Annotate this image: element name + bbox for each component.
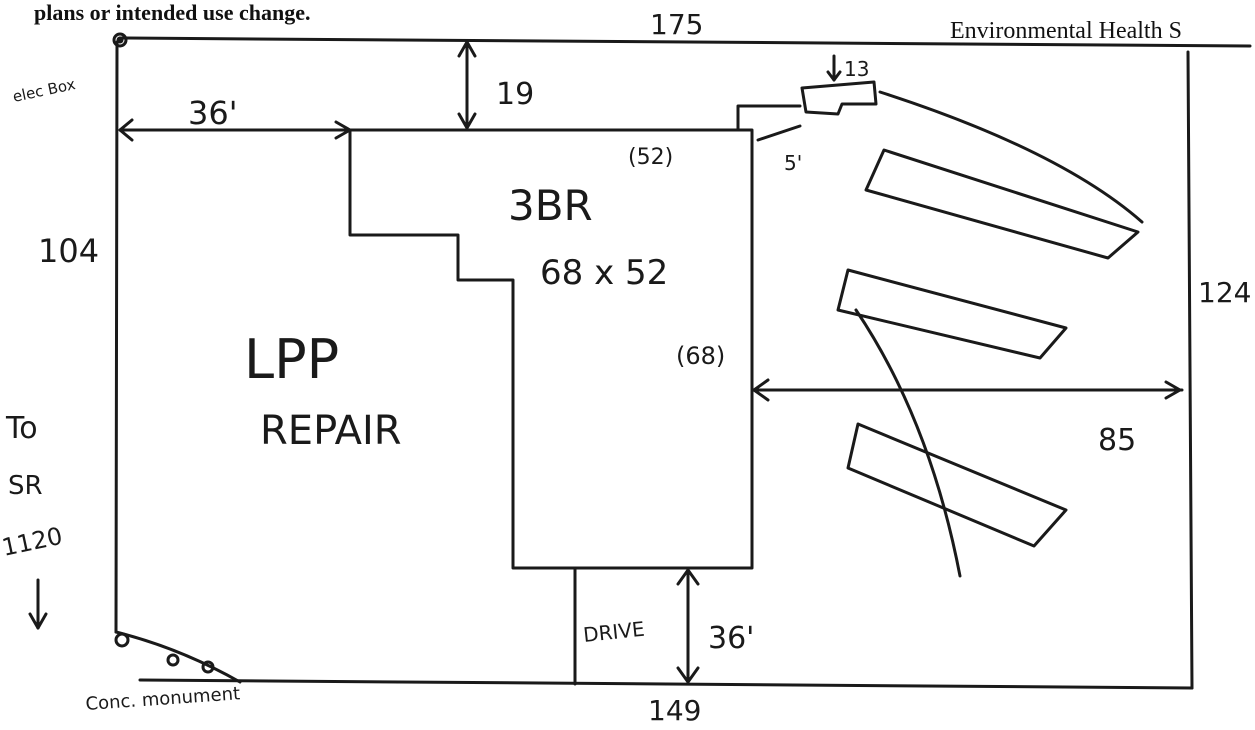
house-depth-label: (68) [676,342,725,370]
elec-box-label: elec Box [11,75,77,106]
supply-line [878,90,1144,224]
left-setback-label: 36' [188,94,238,132]
elec-box-dot-icon [116,36,124,44]
corner-monument-label: Conc. monument [85,683,241,715]
drive-setback-label: 36' [708,621,754,656]
porch-setback-label: 5' [784,151,802,175]
monument-icon-3 [201,660,215,674]
to-road-label: To [5,411,38,446]
porch-setback-line [756,124,802,142]
area-label-lpp: LPP [244,328,339,391]
left-arrow-icon [118,118,134,142]
house-size-label: 68 x 52 [540,253,668,293]
drainfield-trench-3 [846,422,1068,548]
house-width-label: (52) [628,145,673,170]
up-arrow-icon [457,40,477,58]
tank-label: 13 [844,57,869,81]
tank-arrow-head-icon [826,70,842,82]
drive-label: DRIVE [582,617,646,647]
house-bedroom-label: 3BR [508,181,593,230]
road-name-label: SR [8,471,43,501]
drainfield-setback-label: 85 [1098,423,1136,458]
monument-icon [114,632,130,648]
porch-outline [736,104,802,132]
area-label-repair: REPAIR [260,408,402,454]
elec-box-icon [112,32,128,48]
left-property-line [114,40,119,634]
left-arrow-icon-2 [752,378,770,402]
house-outline [348,128,754,570]
road-arrow-icon [28,612,48,630]
bottom-property-line [138,678,1194,690]
right-boundary-label: 124 [1198,276,1251,309]
left-boundary-label: 104 [38,232,99,270]
bottom-boundary-label: 149 [648,694,701,727]
down-arrow-icon-2 [676,666,700,684]
up-arrow-icon-2 [676,568,700,586]
right-property-line [1186,50,1194,690]
distribution-line [854,308,962,578]
septic-tank-shape [800,80,878,116]
drainfield-trench-1 [864,148,1140,260]
corner-arc [114,630,242,684]
right-arrow-icon-2 [1164,380,1182,400]
notice-text: plans or intended use change. [34,0,310,25]
drainfield-trench-2 [836,268,1068,360]
road-number-label: 1120 [0,522,65,562]
top-setback-label: 19 [496,77,534,112]
right-arrow-icon [334,120,352,140]
top-boundary-label: 175 [650,8,703,41]
monument-icon-2 [166,653,180,667]
down-arrow-icon [457,112,477,130]
top-property-line [118,36,1252,48]
department-text: Environmental Health S [950,18,1182,44]
